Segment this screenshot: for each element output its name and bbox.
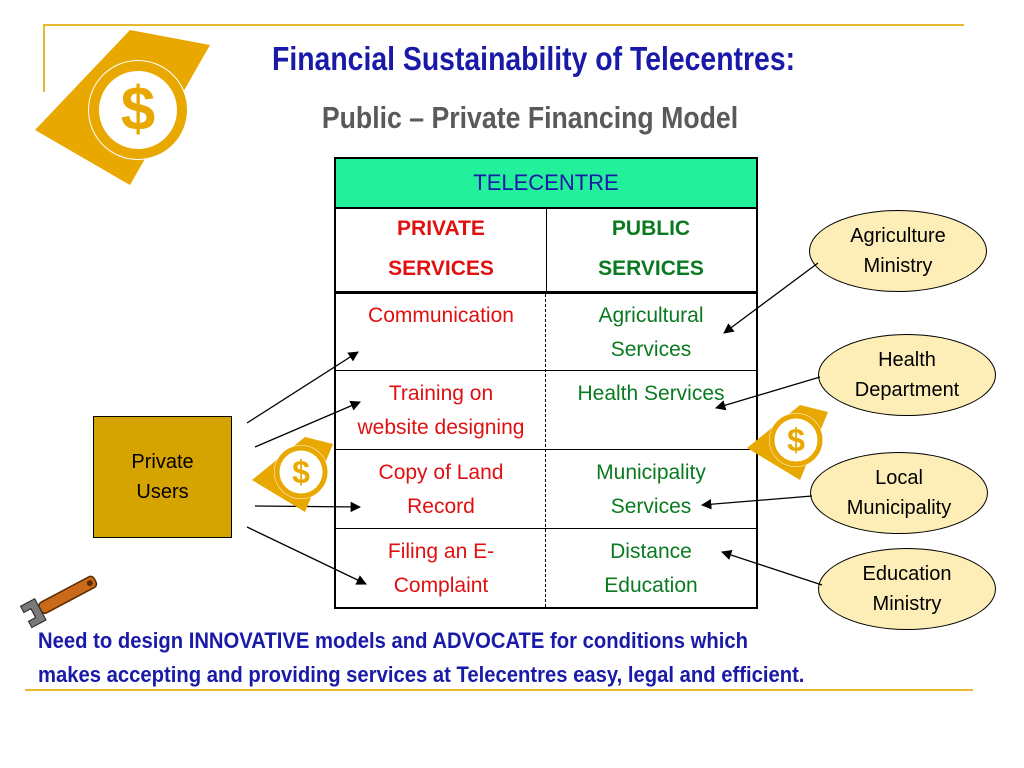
- frame-top-line: [43, 24, 964, 26]
- public-services-heading: PUBLIC SERVICES: [598, 217, 704, 280]
- public-service-health: Health Services: [577, 382, 725, 405]
- svg-text:$: $: [787, 422, 805, 458]
- page-title: Financial Sustainability of Telecentres:: [272, 40, 796, 77]
- column-divider: [545, 294, 546, 607]
- private-service-e-complaint: Filing an E- Complaint: [387, 540, 495, 597]
- footer-note: Need to design INNOVATIVE models and ADV…: [38, 628, 805, 687]
- svg-text:$: $: [121, 75, 155, 144]
- dollar-icon: $: [252, 437, 333, 512]
- frame-left-line: [43, 24, 45, 92]
- private-service-training: Training on website designing: [357, 382, 525, 439]
- dollar-icon: $: [747, 405, 828, 480]
- private-service-land-record: Copy of Land Record: [378, 461, 504, 518]
- page-subtitle: Public – Private Financing Model: [321, 100, 739, 135]
- private-service-communication: Communication: [368, 304, 514, 327]
- public-service-distance-education: Distance Education: [604, 540, 698, 597]
- row-divider: [336, 370, 756, 371]
- telecentre-table: TELECENTRE PRIVATE SERVICES PUBLIC SERVI…: [334, 157, 758, 609]
- private-services-heading: PRIVATE SERVICES: [336, 209, 547, 291]
- row-divider: [336, 528, 756, 529]
- table-header: TELECENTRE: [336, 159, 756, 209]
- row-divider: [336, 449, 756, 450]
- public-service-agricultural: Agricultural Services: [598, 304, 704, 361]
- private-users-box: Private Users: [93, 416, 232, 538]
- frame-bottom-line: [25, 689, 973, 691]
- public-service-municipality: Municipality Services: [596, 461, 706, 518]
- svg-text:$: $: [292, 454, 310, 490]
- wrench-icon: [19, 575, 98, 629]
- heading-divider: [336, 291, 756, 294]
